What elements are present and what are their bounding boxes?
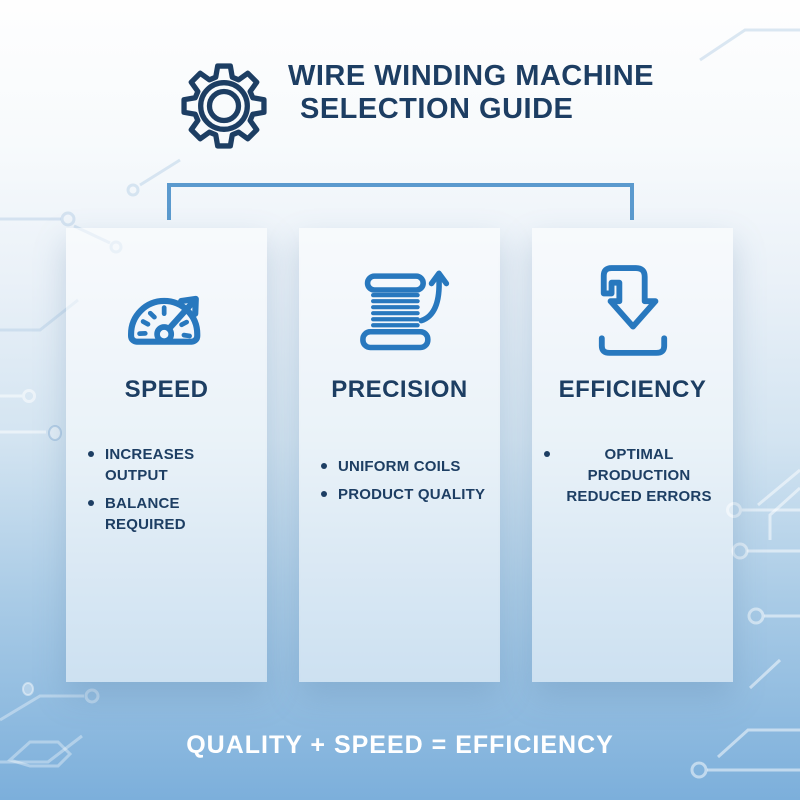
- page-title-line2: SELECTION GUIDE: [300, 93, 574, 125]
- bracket-connector-horizontal: [167, 183, 634, 187]
- card-title-precision: PRECISION: [331, 376, 468, 403]
- card-efficiency-bullet-list: OPTIMAL PRODUCTION REDUCED ERRORS: [532, 444, 733, 514]
- card-title-efficiency: EFFICIENCY: [558, 376, 707, 403]
- bracket-connector-left-drop: [167, 183, 171, 220]
- gear-icon: [181, 63, 267, 149]
- wire-coil-icon: [349, 258, 451, 360]
- down-arrow-tray-icon: [594, 258, 672, 360]
- card-title-speed: SPEED: [124, 376, 209, 403]
- page-title-line1: WIRE WINDING MACHINE: [288, 60, 655, 92]
- page-title: WIRE WINDING MACHINE SELECTION GUIDE: [288, 60, 654, 126]
- card-precision: PRECISION UNIFORM COILS PRODUCT QUALITY: [299, 228, 500, 682]
- card-speed: SPEED INCREASES OUTPUT BALANCE REQUIRED: [66, 228, 267, 682]
- bullet-item: BALANCE REQUIRED: [88, 493, 257, 535]
- droplet-decoration: [22, 425, 62, 696]
- speedometer-icon: [115, 258, 219, 360]
- bracket-connector-right-drop: [630, 183, 634, 220]
- card-speed-bullet-list: INCREASES OUTPUT BALANCE REQUIRED: [66, 444, 267, 542]
- card-precision-bullet-list: UNIFORM COILS PRODUCT QUALITY: [299, 456, 500, 512]
- bullet-item: PRODUCT QUALITY: [321, 484, 490, 505]
- card-efficiency: EFFICIENCY OPTIMAL PRODUCTION REDUCED ER…: [532, 228, 733, 682]
- cards-row: SPEED INCREASES OUTPUT BALANCE REQUIRED: [66, 228, 733, 682]
- header: WIRE WINDING MACHINE SELECTION GUIDE: [180, 60, 654, 150]
- bullet-item: OPTIMAL PRODUCTION REDUCED ERRORS: [544, 444, 723, 507]
- bullet-item: UNIFORM COILS: [321, 456, 490, 477]
- bullet-item: INCREASES OUTPUT: [88, 444, 257, 486]
- footer-tagline: QUALITY + SPEED = EFFICIENCY: [186, 731, 614, 759]
